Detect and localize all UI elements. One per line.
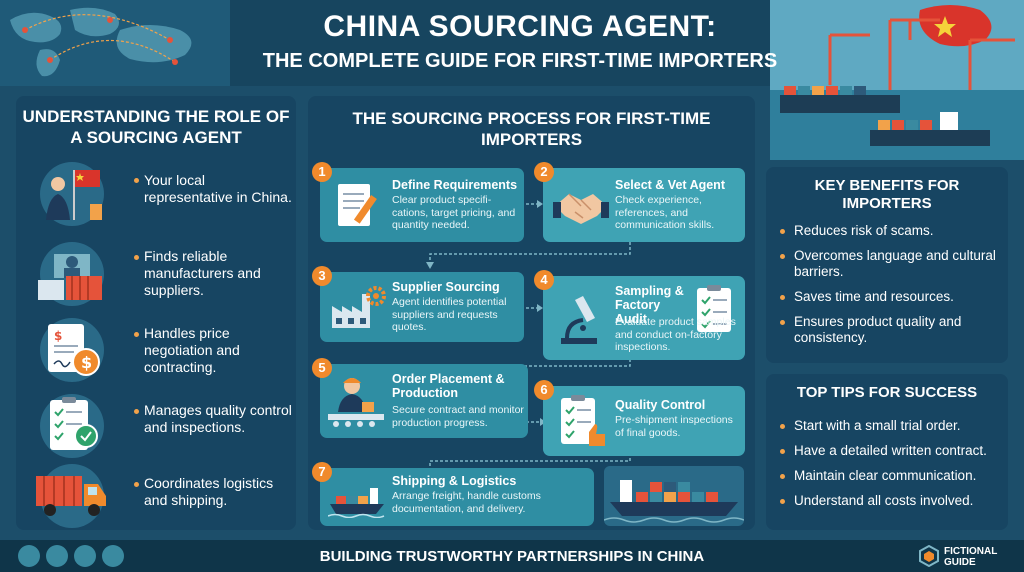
step-5-title: Order Placement & Production <box>392 372 505 400</box>
role-panel: UNDERSTANDING THE ROLE OF A SOURCING AGE… <box>16 96 296 530</box>
step-card-6: Quality Control Pre-shipment inspections… <box>543 386 745 456</box>
tips-heading: TOP TIPS FOR SUCCESS <box>796 384 978 401</box>
step-card-5: Order Placement & Production Secure cont… <box>320 364 528 438</box>
step-5-desc: Secure contract and monitor production p… <box>392 404 524 429</box>
person-icon <box>46 545 68 567</box>
notepad-pencil-icon <box>338 184 377 226</box>
role-item-1: Your local representative in China. <box>144 172 292 205</box>
step-4-number: 4 <box>534 270 554 290</box>
role-item-4: Manages quality control and inspections. <box>144 402 292 435</box>
step-1-desc: Clear product specifi-cations, target pr… <box>392 194 516 231</box>
bullet-dot <box>134 409 139 414</box>
footer-bar <box>0 540 1024 572</box>
step-card-4: Sampling & Factory Audit Evaluate produc… <box>543 276 745 360</box>
benefits-heading: KEY BENEFITS FOR IMPORTERS <box>814 177 960 212</box>
tips-list: Start with a small trial order. Have a d… <box>780 418 1004 509</box>
mail-icon <box>74 545 96 567</box>
process-panel: THE SOURCING PROCESS FOR FIRST-TIME IMPO… <box>308 96 755 530</box>
factory-search-icon <box>38 242 104 306</box>
page-subtitle: THE COMPLETE GUIDE FOR FIRST-TIME IMPORT… <box>262 50 778 72</box>
truck-icon <box>36 464 106 528</box>
benefits-list: Reduces risk of scams. Overcomes languag… <box>780 223 1004 346</box>
step-7-desc: Arrange freight, handle customs document… <box>392 490 541 515</box>
list-item: Have a detailed written contract. <box>780 443 1004 459</box>
step-1-title: Define Requirements <box>392 178 518 192</box>
port-ships-illustration <box>770 0 1024 160</box>
list-item: Saves time and resources. <box>780 289 1004 305</box>
factory-gear-icon <box>332 286 386 328</box>
list-item: Start with a small trial order. <box>780 418 1004 434</box>
step-7-title: Shipping & Logistics <box>392 474 517 488</box>
quality-clipboard-icon <box>40 394 104 458</box>
contract-dollar-icon: $ $ <box>40 318 104 382</box>
step-7-number: 7 <box>312 462 332 482</box>
cargo-ship-icon <box>328 488 385 518</box>
list-item: Reduces risk of scams. <box>780 223 1004 239</box>
step-6-number: 6 <box>534 380 554 400</box>
container-ship-illustration <box>604 466 744 526</box>
step-card-2: Select & Vet Agent Check experience, ref… <box>543 168 745 242</box>
world-map-illustration <box>0 0 230 86</box>
team-icon <box>18 545 40 567</box>
step-card-1: Define Requirements Clear product specif… <box>320 168 524 242</box>
handshake-icon <box>553 193 609 224</box>
step-card-7: Shipping & Logistics Arrange freight, ha… <box>320 468 594 526</box>
svg-text:$: $ <box>54 329 62 343</box>
bullet-dot <box>134 178 139 183</box>
step-2-title: Select & Vet Agent <box>615 178 725 192</box>
step-1-number: 1 <box>312 162 332 182</box>
role-panel-heading: UNDERSTANDING THE ROLE OF A SOURCING AGE… <box>22 107 290 147</box>
step-2-desc: Check experience, references, and commun… <box>615 194 715 231</box>
role-item-5: Coordinates logistics and shipping. <box>144 475 274 508</box>
role-item-3: Handles price negotiation and contractin… <box>144 325 240 375</box>
bullet-dot <box>134 255 139 260</box>
step-3-number: 3 <box>312 266 332 286</box>
tips-panel: TOP TIPS FOR SUCCESS Start with a small … <box>766 374 1008 530</box>
bullet-dot <box>134 482 139 487</box>
calendar-icon <box>102 545 124 567</box>
benefits-panel: KEY BENEFITS FOR IMPORTERS Reduces risk … <box>766 167 1008 363</box>
list-item: Overcomes language and cultural barriers… <box>780 248 1004 280</box>
footer-tagline: BUILDING TRUSTWORTHY PARTNERSHIPS IN CHI… <box>319 548 705 565</box>
step-6-desc: Pre-shipment inspections of final goods. <box>615 414 733 439</box>
step-3-title: Supplier Sourcing <box>392 280 500 294</box>
step-3-desc: Agent identifies potential suppliers and… <box>392 296 507 333</box>
process-panel-heading: THE SOURCING PROCESS FOR FIRST-TIME IMPO… <box>352 109 711 149</box>
brand-name: FICTIONAL GUIDE <box>944 546 997 568</box>
brand-line-1: FICTIONAL <box>944 546 998 557</box>
microscope-icon <box>561 296 597 344</box>
brand-logo-icon <box>919 545 939 567</box>
list-item: Understand all costs involved. <box>780 493 1004 509</box>
list-item: Maintain clear communication. <box>780 468 1004 484</box>
step-5-number: 5 <box>312 358 332 378</box>
brand-line-2: GUIDE <box>944 557 976 568</box>
svg-text:$: $ <box>81 353 92 372</box>
list-item: Ensures product quality and consistency. <box>780 314 1004 346</box>
page-title: CHINA SOURCING AGENT: <box>323 10 717 43</box>
audit-clipboard-icon <box>697 285 731 332</box>
step-card-3: Supplier Sourcing Agent identifies poten… <box>320 272 524 342</box>
role-item-2: Finds reliable manufacturers and supplie… <box>144 248 261 298</box>
quality-check-thumbs-icon <box>561 395 605 446</box>
step-4-title: Sampling & Factory Audit <box>615 284 684 326</box>
bullet-dot <box>134 332 139 337</box>
representative-flag-icon <box>40 162 104 226</box>
factory-worker-icon <box>328 378 384 427</box>
step-6-title: Quality Control <box>615 398 706 412</box>
step-4-desc: Evaluate product samples and conduct on-… <box>615 316 736 353</box>
step-2-number: 2 <box>534 162 554 182</box>
